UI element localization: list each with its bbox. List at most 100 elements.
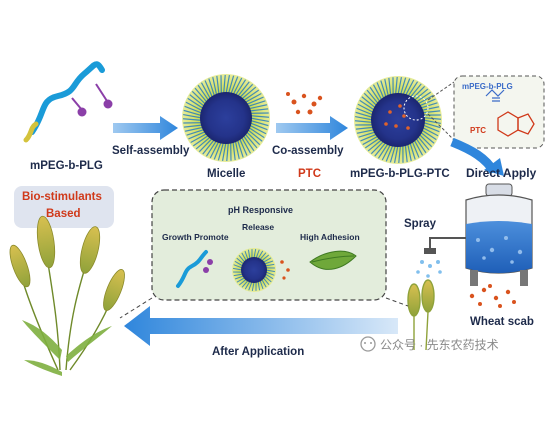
micelle-chain (422, 124, 440, 133)
micelle-chain (265, 271, 275, 276)
after-application-label: After Application (212, 346, 305, 358)
micelle-chain (262, 277, 270, 286)
micelle-chain (363, 92, 378, 107)
micelle-chain (183, 124, 204, 128)
micelle-chain (409, 83, 422, 99)
micelle-chain (236, 257, 244, 265)
micelle-chain (233, 264, 243, 269)
micelle-chain (240, 136, 252, 154)
micelle-chain (200, 82, 212, 100)
ptc-molecules-icon (286, 92, 323, 115)
micelle-chain (248, 104, 268, 110)
micelle-chain (376, 82, 385, 100)
micelle-chain (354, 120, 374, 124)
micelle-chain (244, 92, 262, 104)
micelle-chain (356, 107, 374, 116)
micelle-icon (182, 74, 270, 162)
self-assembly-label: Self-assembly (112, 145, 190, 157)
leaf-icon (309, 250, 357, 270)
micelle-chain (255, 249, 260, 259)
micelle-chain (209, 140, 220, 159)
micelle-chain (411, 85, 426, 100)
spray-droplets-icon (416, 260, 442, 278)
micelle-chain (415, 91, 432, 103)
micelle-chain (190, 132, 208, 144)
micelle-chain (362, 135, 379, 146)
micelle-chain (185, 101, 204, 112)
micelle-chain (257, 250, 264, 259)
product-label: mPEG-b-PLG-PTC (350, 168, 450, 180)
micelle-chain (421, 110, 441, 114)
micelle-chain (246, 100, 266, 108)
micelle-chain (249, 117, 269, 123)
micelle-chain (398, 144, 402, 164)
micelle-chain (404, 79, 415, 97)
micelle-chain (230, 76, 239, 95)
micelle-chain (422, 121, 441, 129)
micelle-chain (245, 130, 261, 146)
micelle-chain (202, 138, 216, 155)
micelle-chain (183, 109, 203, 117)
micelle-chain (389, 144, 397, 163)
micelle-chain (234, 140, 240, 160)
micelle-chain (393, 144, 399, 163)
micelle-chain (367, 138, 383, 152)
micelle-chain (388, 77, 392, 97)
micelle-chain (422, 119, 441, 125)
micelle-chain (194, 87, 208, 104)
properties-panel (151, 189, 387, 301)
micelle-chain (356, 128, 376, 134)
micelle-chain (415, 137, 427, 154)
ptc-structure-icon (497, 111, 535, 137)
micelle-chain (370, 140, 385, 155)
micelle-chain (236, 81, 250, 98)
micelle-chain (249, 119, 269, 127)
micelle-chain (406, 142, 412, 162)
micelle-chain (384, 78, 390, 98)
micelle-chain (355, 111, 374, 119)
micelle-chain (420, 129, 437, 141)
micelle-chain (217, 141, 225, 161)
micelle-chain (264, 275, 272, 283)
micelle-chain (377, 142, 389, 159)
inset-ptc-label: PTC (470, 126, 486, 135)
micelle-chain (245, 96, 264, 106)
micelle-chain (413, 139, 424, 156)
micelle-chain (364, 137, 381, 149)
co-assembly-arrow (276, 116, 348, 140)
direct-apply-label: Direct Apply (466, 166, 537, 180)
micelle-chain (381, 143, 392, 161)
panel-title: pH Responsive (228, 205, 294, 215)
micelle-chain (195, 136, 212, 150)
micelle-chain (212, 76, 218, 96)
micelle-chain (257, 281, 261, 291)
badge-line1: Bio-stimulants (22, 191, 102, 203)
micelle-chain (240, 86, 257, 100)
micelle-chain (394, 76, 398, 96)
micelle-chain (236, 138, 244, 158)
micelle-chain (226, 141, 229, 162)
micelle-chain (238, 137, 248, 156)
micelle-chain (244, 281, 251, 290)
infected-wheat-icon (407, 279, 435, 351)
watermark-text: 公众号 · 先东农药技术 (380, 338, 499, 352)
micelle-chain (238, 254, 246, 263)
micelle-label: Micelle (207, 168, 246, 180)
micelle-chain (188, 130, 207, 140)
micelle-chain (355, 115, 374, 121)
micelle-chain (204, 80, 214, 99)
micelle-chain (208, 78, 216, 98)
micelle-chain (244, 132, 258, 149)
micelle-chain (262, 257, 272, 263)
micelle-chain (247, 249, 251, 259)
micelle-chain (261, 254, 270, 262)
micelle-chain (355, 126, 375, 130)
micelle-chain (184, 126, 204, 132)
micelle-chain (189, 94, 206, 108)
micelle-chain (184, 105, 203, 114)
micelle-chain (265, 263, 275, 267)
self-assembly-arrow (113, 116, 178, 140)
micelle-chain (191, 90, 207, 106)
micelle-chain (366, 89, 380, 105)
